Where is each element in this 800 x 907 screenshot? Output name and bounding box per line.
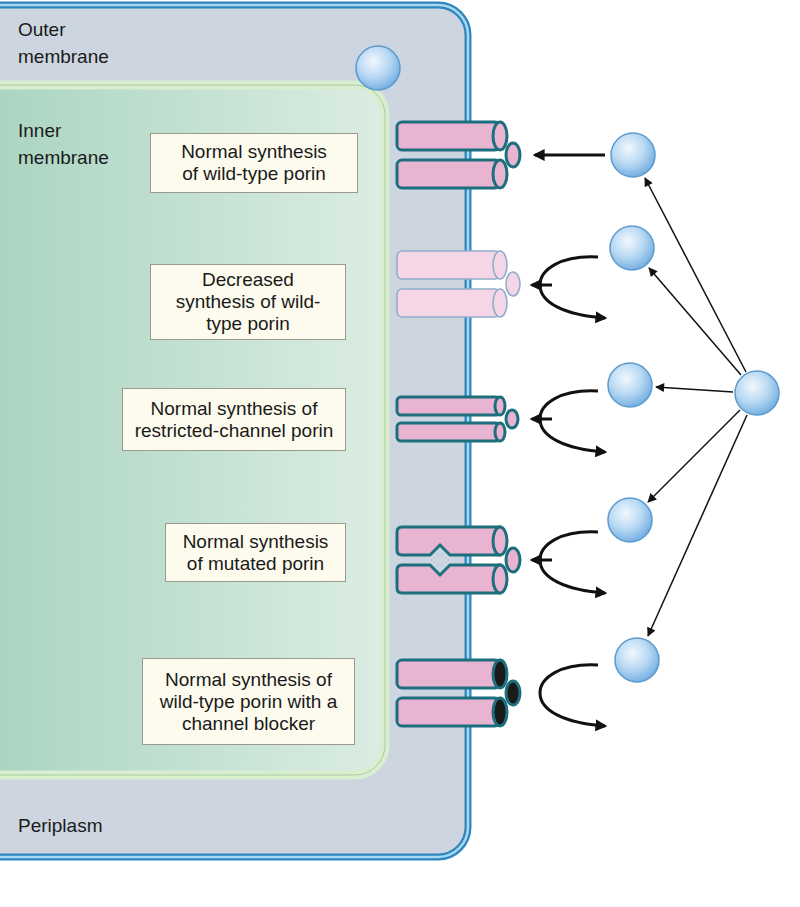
antibiotic-molecule (608, 363, 652, 407)
deflection-arrow (540, 665, 605, 726)
porin-end (506, 548, 520, 572)
region-label: Outer membrane (18, 16, 130, 70)
porin-end (495, 423, 505, 441)
process-box: Normal synthesis of mutated porin (165, 523, 346, 582)
channel-blocker (493, 698, 507, 726)
entry-arrow (535, 154, 605, 157)
restricted-porin (397, 397, 518, 441)
dispersal-arrow (656, 387, 733, 392)
porin-barrel (397, 251, 500, 279)
faded-porin (397, 251, 520, 317)
antibiotic-molecule (610, 226, 654, 270)
inner-membrane-edge (0, 85, 385, 775)
dispersal-arrows (645, 178, 747, 636)
blocked-porin (397, 660, 520, 726)
deflection-arrow (540, 257, 605, 318)
entry-arrows (532, 155, 605, 726)
region-label: Inner membrane (18, 117, 130, 171)
box-text: Normal synthesis of mutated porin (174, 531, 337, 575)
porin-barrel (397, 397, 500, 415)
dispersal-arrow (648, 410, 740, 502)
porin-end (493, 251, 507, 279)
dispersal-arrow (649, 268, 741, 375)
porin-barrel (397, 527, 500, 555)
porin-end (506, 272, 520, 296)
porin-end (506, 410, 518, 428)
deflection-arrow (540, 532, 605, 593)
antibiotic-molecule (615, 638, 659, 682)
porin-end (493, 160, 507, 188)
porin-end (493, 289, 507, 317)
antibiotic-molecule (608, 498, 652, 542)
inner-membrane (0, 85, 385, 775)
region-label: Periplasm (18, 812, 218, 839)
mutated-porin (397, 527, 520, 593)
porin-barrel (397, 565, 500, 593)
box-text: Normal synthesis of wild-type porin with… (157, 669, 340, 735)
porin-barrel (397, 660, 500, 688)
porin-end (493, 565, 507, 593)
porin-end (506, 143, 520, 167)
process-box: Normal synthesis of wild-type porin (150, 133, 358, 193)
deflection-arrow (540, 391, 605, 452)
entry-arrow (532, 418, 552, 421)
process-box: Normal synthesis of restricted-channel p… (122, 388, 346, 451)
dispersal-arrow (645, 178, 746, 372)
porin-barrel (397, 289, 500, 317)
entry-arrow (532, 559, 552, 562)
box-text: Normal synthesis of restricted-channel p… (129, 398, 339, 442)
channel-blocker (506, 681, 520, 705)
antibiotic-molecule (611, 133, 655, 177)
channel-blocker (493, 660, 507, 688)
box-text: Decreased synthesis of wild-type porin (161, 269, 335, 335)
antibiotic-molecule (735, 371, 779, 415)
porin-barrel (397, 160, 500, 188)
antibiotic-molecule (356, 46, 400, 90)
box-text: Normal synthesis of wild-type porin (171, 141, 337, 185)
porin-end (493, 122, 507, 150)
process-box: Decreased synthesis of wild-type porin (150, 264, 346, 340)
porin-barrel (397, 698, 500, 726)
porin-end (493, 527, 507, 555)
porin-end (495, 397, 505, 415)
process-box: Normal synthesis of wild-type porin with… (142, 658, 355, 745)
porin-barrel (397, 423, 500, 441)
entry-arrow (532, 284, 552, 287)
dispersal-arrow (648, 415, 747, 636)
porin-barrel (397, 122, 500, 150)
wild-type-porin (397, 122, 520, 188)
